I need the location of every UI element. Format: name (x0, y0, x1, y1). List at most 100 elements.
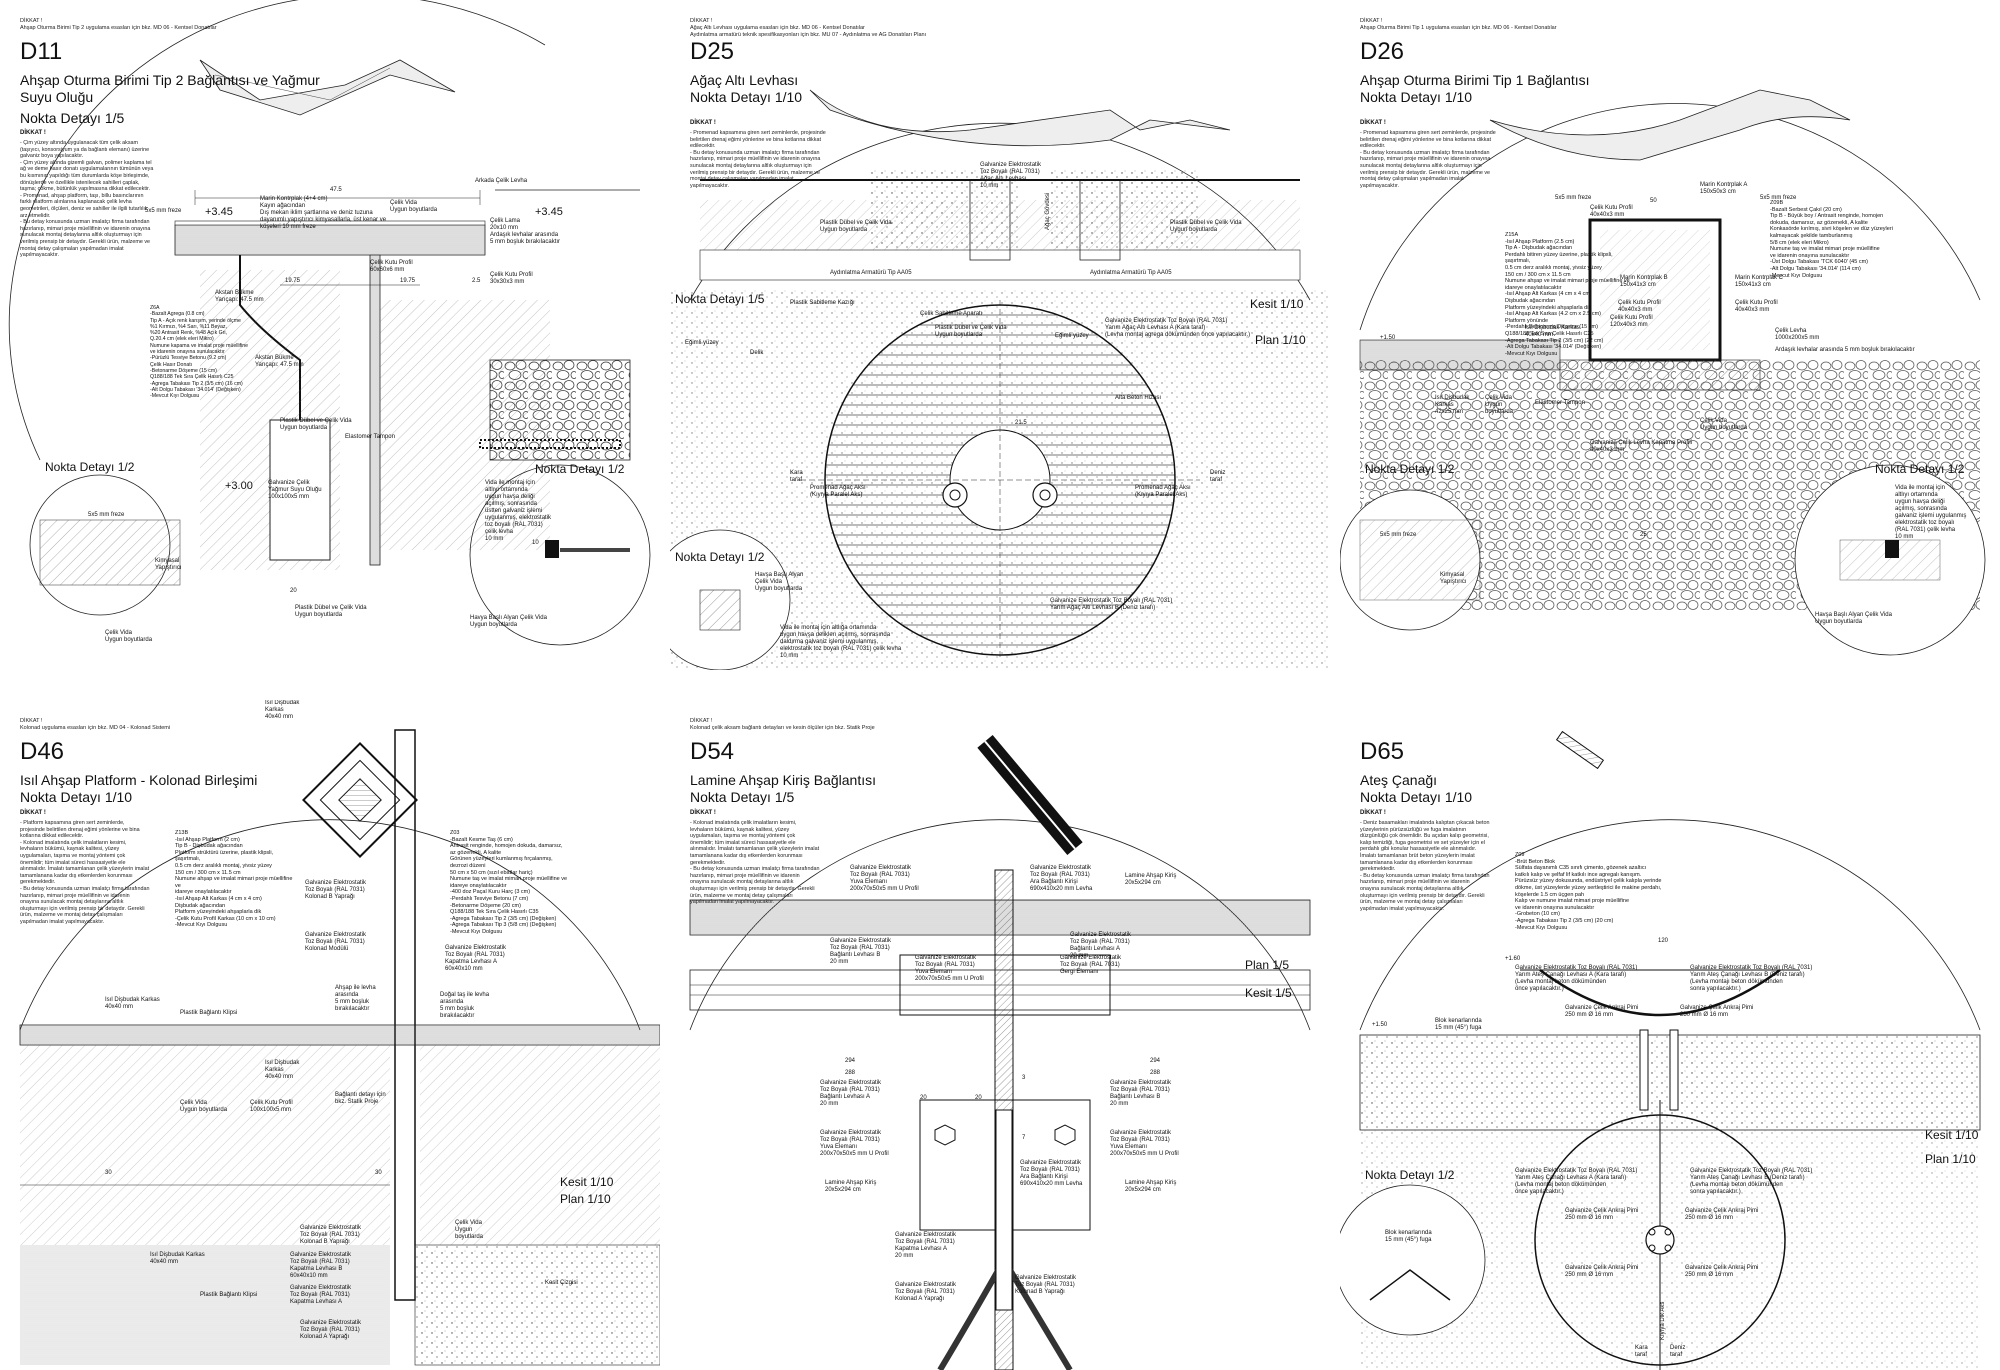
label-lamine-c: Lamine Ahşap Kiriş 20x5x294 cm (1125, 1180, 1177, 1193)
label-dim-20a: 20 (920, 1095, 927, 1101)
panel-d26: DİKKAT ! Ahşap Oturma Birimi Tip 1 uygul… (1340, 0, 2000, 670)
detail-code: D46 (20, 738, 65, 765)
label-galvanize-b: Galvanize Elektrostatik Toz Boyalı (RAL … (1690, 965, 1813, 992)
label-kesit: Kesit 1/5 (1245, 986, 1292, 1000)
label-galvanize-levha-b2: Galvanize Elektrostatik Toz Boyalı (RAL … (1110, 1080, 1172, 1107)
label-galvanize-kolonad-b: Galvanize Elektrostatik Toz Boyalı (RAL … (305, 880, 367, 900)
label-armatur-a: Aydınlatma Armatürü Tip AA05 (830, 270, 912, 276)
label-ankraj-c: Galvanize Çelik Ankraj Pimi 250 mm Ø 16 … (1565, 1208, 1639, 1221)
label-marin-kontrplak: Marin Kontrplak (4+4 cm) Kayın ağacından… (260, 196, 387, 230)
label-kesit-cizgisi: Kesit Çizgisi (545, 1280, 578, 1286)
label-galvanize-levha: Galvanize Elektrostatik Toz Boyalı (RAL … (980, 162, 1042, 189)
label-galvanize-levha-a: Galvanize Elektrostatik Toz Boyalı (RAL … (1070, 932, 1132, 959)
detail-code: D26 (1360, 38, 1405, 65)
label-dim-288a: 288 (845, 1070, 856, 1076)
label-marin-a: Marin Kontrplak A 150x50x3 cm (1700, 182, 1748, 195)
spec-z6a: Z6A -Bazalt Agrega (0.8 cm) Tip A - Açık… (150, 305, 249, 400)
label-isil-karkas-2: Isıl Dişbudak Karkas 40x40 mm (265, 700, 300, 720)
label-lamine-b: Lamine Ahşap Kiriş 20x5x294 cm (825, 1180, 877, 1193)
label-celik-kutu-a: Çelik Kutu Profil 40x40x3 mm (1590, 205, 1633, 218)
label-frez-right: 5x5 mm freze (1760, 195, 1797, 201)
label-frez-2: 5x5 mm freze (1380, 532, 1417, 538)
notes-text: - Promenad kapsamına giren sert zeminler… (690, 130, 826, 189)
dikkat-label: DİKKAT ! (690, 810, 716, 816)
label-egimli-yuzey-2: Eğimli yüzey (1055, 333, 1089, 339)
label-dim-30a: 30 (105, 1170, 112, 1176)
label-baglanti: Bağlantı detayı için bkz. Statik Proje (335, 1092, 386, 1105)
label-promenad-a: Promenad Ağaç Aksı (Kıyıya Paralel Aks) (810, 485, 866, 498)
label-celik-kutu-30: Çelik Kutu Profil 30x30x3 mm (490, 272, 533, 285)
label-plastik-dubel-c: Plastik Dübel ve Çelik Vida Uygun boyutl… (935, 325, 1007, 338)
spec-z03: Z03 -Bazalt Kesme Taş (6 cm) Antrasit re… (450, 830, 568, 935)
label-galvanize-a: Galvanize Elektrostatik Toz Boyalı (RAL … (1515, 965, 1638, 992)
label-celik-levha: Çelik Levha 1000x200x5 mm (1775, 328, 1820, 341)
dikkat-label: DİKKAT ! (20, 810, 46, 816)
label-dim-215: 21.5 (1015, 420, 1027, 426)
detail-title: Lamine Ahşap Kiriş Bağlantısı (690, 772, 876, 788)
label-galvanize-kolonad-b2: Galvanize Elektrostatik Toz Boyalı (RAL … (300, 1225, 362, 1245)
label-delik: Delik (750, 350, 764, 356)
label-vida-note: Vida ile montaj için altlıyı ortamında u… (1895, 485, 1967, 540)
label-dim-288b: 288 (1150, 1070, 1161, 1076)
label-galvanize-yuva-b: Galvanize Elektrostatik Toz Boyalı (RAL … (915, 955, 984, 982)
label-galvanize-a: Galvanize Elektrostatik Toz Boyalı (RAL … (1105, 318, 1251, 338)
label-celik-kutu: Çelik Kutu Profil 100x100x5 mm (250, 1100, 293, 1113)
detail-scale: Nokta Detayı 1/10 (1360, 789, 1473, 805)
label-dim-1975b: 19.75 (400, 278, 416, 284)
detail-scale: Nokta Detayı 1/5 (690, 789, 795, 805)
detail-scale: Nokta Detayı 1/10 (20, 789, 133, 805)
detail-title: Ahşap Oturma Birimi Tip 2 Bağlantısı ve … (20, 72, 320, 105)
label-celik-lama: Çelik Lama 20x10 mm (490, 218, 521, 231)
label-sabitleme-aparati: Çelik Sabitleme Aparatı (920, 311, 983, 317)
label-galvanize-levha: Galvanize Çelik Levha Kapatma Profili 40… (1590, 440, 1693, 453)
label-level-345a: +3.45 (205, 206, 233, 218)
label-ankraj-f: Galvanize Çelik Ankraj Pimi 250 mm Ø 16 … (1685, 1265, 1759, 1278)
detail-title: Ateş Çanağı (1360, 772, 1438, 788)
label-celik-vida-bottom: Çelik Vida Uygun boyutlarda (105, 630, 153, 643)
label-dim-475: 47.5 (330, 187, 342, 193)
label-dim-294b: 294 (1150, 1058, 1161, 1064)
label-promenad-b: Promenad Ağaç Aksı (Kıyıya Paralel Aks) (1135, 485, 1191, 498)
label-plastik-klips-2: Plastik Bağlantı Klipsi (200, 1292, 258, 1298)
label-kara-taraf: Kara taraf (1635, 1345, 1648, 1358)
spec-z13b: Z13B -Isıl Ahşap Platform (2 cm) Tip B -… (175, 830, 293, 929)
label-ardasik: Ardaşık levhalar arasında 5 mm boşluk bı… (1775, 347, 1915, 353)
label-ardasik-levhalar: Ardaşık levhalar arasında 5 mm boşluk bı… (490, 232, 561, 245)
label-dim-120: 120 (1658, 938, 1669, 944)
notes-text: - Çim yüzey altında uygulanacak tüm çeli… (20, 140, 154, 259)
label-nokta-right: Nokta Detayı 1/2 (535, 462, 625, 476)
d54-drawing (689, 734, 1311, 1370)
label-lamine-a: Lamine Ahşap Kiriş 20x5x294 cm (1125, 873, 1177, 886)
label-galvanize-yuva-c: Galvanize Elektrostatik Toz Boyalı (RAL … (820, 1130, 889, 1157)
label-frez-2: 5x5 mm freze (88, 512, 125, 518)
label-dim-25: 2.5 (472, 278, 481, 284)
label-vida-note: Vida ile montaj için altlığa ortamında u… (780, 625, 902, 659)
d46-drawing (19, 729, 660, 1366)
label-kimyasal: Kimyasal Yapıştırıcı (155, 558, 182, 571)
panel-header: DİKKAT ! Kolonad çelik aksam bağlantı de… (690, 718, 875, 731)
label-galvanize-kolonad-a: Galvanize Elektrostatik Toz Boyalı (RAL … (895, 1282, 957, 1302)
notes-text: - Deniz basamakları imalatında kalıptan … (1360, 820, 1490, 912)
label-celik-kutu-b: Çelik Kutu Profil 40x40x3 mm (1618, 300, 1661, 313)
dikkat-label: DİKKAT ! (1360, 810, 1386, 816)
label-level-150: +1.50 (1380, 335, 1396, 341)
d26-drawing (1340, 89, 1986, 656)
label-plastik-dubel-b: Plastik Dübel ve Çelik Vida Uygun boyutl… (1170, 220, 1242, 233)
label-galvanize-kapatma-b: Galvanize Elektrostatik Toz Boyalı (RAL … (290, 1252, 352, 1279)
label-arkada-celik-levha: Arkada Çelik Levha (475, 178, 528, 184)
label-galvanize-levha-a2: Galvanize Elektrostatik Toz Boyalı (RAL … (820, 1080, 882, 1107)
detail-code: D65 (1360, 738, 1405, 765)
dikkat-label: DİKKAT ! (1360, 120, 1386, 126)
label-plan: Plan 1/10 (1255, 333, 1306, 347)
panel-d46: DİKKAT ! Kolonad uygulama esasları için … (0, 700, 660, 1370)
label-vida-montaj: Vida ile montaj için altlıyı ortamında u… (485, 480, 552, 542)
label-nokta-left: Nokta Detayı 1/2 (1365, 462, 1455, 476)
label-isil-disbudak-2: Isıl Dişbudak Karkas 42x25 mm (1435, 395, 1470, 415)
label-blok-kenar-2: Blok kenarlarında 15 mm (45°) fuga (1385, 1230, 1432, 1243)
dikkat-label: DİKKAT ! (690, 120, 716, 126)
label-galvanize-c: Galvanize Elektrostatik Toz Boyalı (RAL … (1515, 1168, 1638, 1195)
label-dim-1975a: 19.75 (285, 278, 301, 284)
panel-d25: DİKKAT ! Ağaç Altı Levhası uygulama esas… (670, 0, 1330, 670)
label-plan: Plan 1/5 (1245, 958, 1290, 972)
detail-code: D11 (20, 38, 63, 65)
